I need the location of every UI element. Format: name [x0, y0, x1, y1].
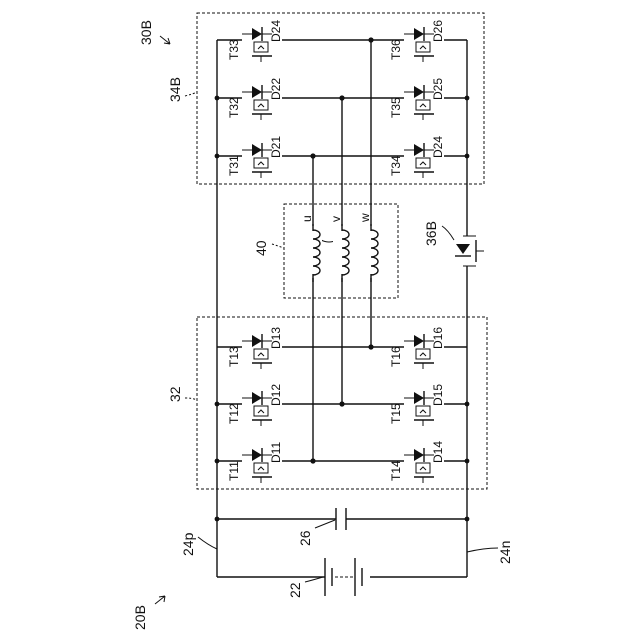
cell-upper-right-0: T36 D26	[389, 20, 445, 62]
leader-battery	[305, 577, 323, 582]
labels: 20B 30B 34B 32 40 36B 22 26 24p 24n u v …	[132, 20, 513, 630]
label-phase-w: w	[358, 213, 372, 223]
arrow-converter	[160, 36, 170, 44]
leader-lower-unit	[185, 398, 197, 400]
label-d11: D11	[269, 442, 283, 463]
label-capacitor: 26	[297, 530, 313, 546]
label-converter: 30B	[138, 20, 154, 45]
label-t34: T34	[389, 155, 403, 176]
label-system: 20B	[132, 605, 148, 630]
label-t36: T36	[389, 39, 403, 60]
label-neg-line: 24n	[497, 541, 513, 564]
leader-motor	[272, 244, 284, 248]
label-d25: D25	[431, 78, 445, 100]
cell-lower-right-2: T14 D14	[389, 441, 445, 483]
motor-windings	[304, 224, 380, 282]
label-d24: D24	[269, 20, 283, 42]
winding-u	[304, 224, 322, 282]
label-switch: 36B	[423, 221, 439, 246]
label-upper-unit: 34B	[167, 77, 183, 102]
label-d22: D22	[269, 78, 283, 100]
label-t32: T32	[227, 97, 241, 118]
label-phase-u: u	[300, 215, 314, 222]
leader-capacitor	[315, 520, 335, 528]
cell-upper-left-2: T31 D21	[227, 136, 283, 178]
label-t31: T31	[227, 155, 241, 176]
cell-upper-right-1: T35 D25	[389, 78, 445, 120]
label-lower-unit: 32	[167, 386, 183, 402]
cell-lower-left-0: T13 D13	[227, 327, 283, 369]
label-d16: D16	[431, 327, 445, 349]
label-d26: D26	[431, 20, 445, 42]
cell-upper-left-0: T33 D24	[227, 20, 283, 62]
cell-upper-right-2: T34 D24	[389, 136, 445, 178]
label-t14: T14	[389, 460, 403, 481]
cell-lower-left-1: T12 D12	[227, 384, 283, 426]
leader-pos-line	[198, 537, 217, 549]
label-d15: D15	[431, 384, 445, 406]
label-battery: 22	[287, 582, 303, 598]
label-d13: D13	[269, 327, 283, 349]
label-d14: D14	[431, 441, 445, 463]
label-t16: T16	[389, 346, 403, 367]
winding-v	[333, 224, 351, 282]
label-d21: D21	[269, 136, 283, 158]
winding-w	[362, 224, 380, 282]
label-phase-v: v	[329, 216, 343, 222]
label-t12: T12	[227, 403, 241, 424]
cell-lower-right-0: T16 D16	[389, 327, 445, 369]
cell-lower-left-2: T11 D11	[227, 442, 283, 483]
label-motor: 40	[253, 240, 269, 256]
leader-upper-unit	[185, 92, 197, 96]
label-d24: D24	[431, 136, 445, 158]
label-t11: T11	[227, 461, 241, 481]
label-t33: T33	[227, 39, 241, 60]
capacitor	[215, 508, 470, 530]
cell-lower-right-1: T15 D15	[389, 384, 445, 426]
switch-36b	[452, 236, 484, 266]
arrow-system	[155, 596, 165, 604]
label-t13: T13	[227, 346, 241, 367]
cell-upper-left-1: T32 D22	[227, 78, 283, 120]
battery	[217, 558, 467, 596]
leader-neg-line	[467, 548, 498, 552]
leader-switch	[442, 226, 454, 240]
label-t35: T35	[389, 97, 403, 118]
label-t15: T15	[389, 403, 403, 424]
label-d12: D12	[269, 384, 283, 406]
label-pos-line: 24p	[180, 532, 196, 556]
